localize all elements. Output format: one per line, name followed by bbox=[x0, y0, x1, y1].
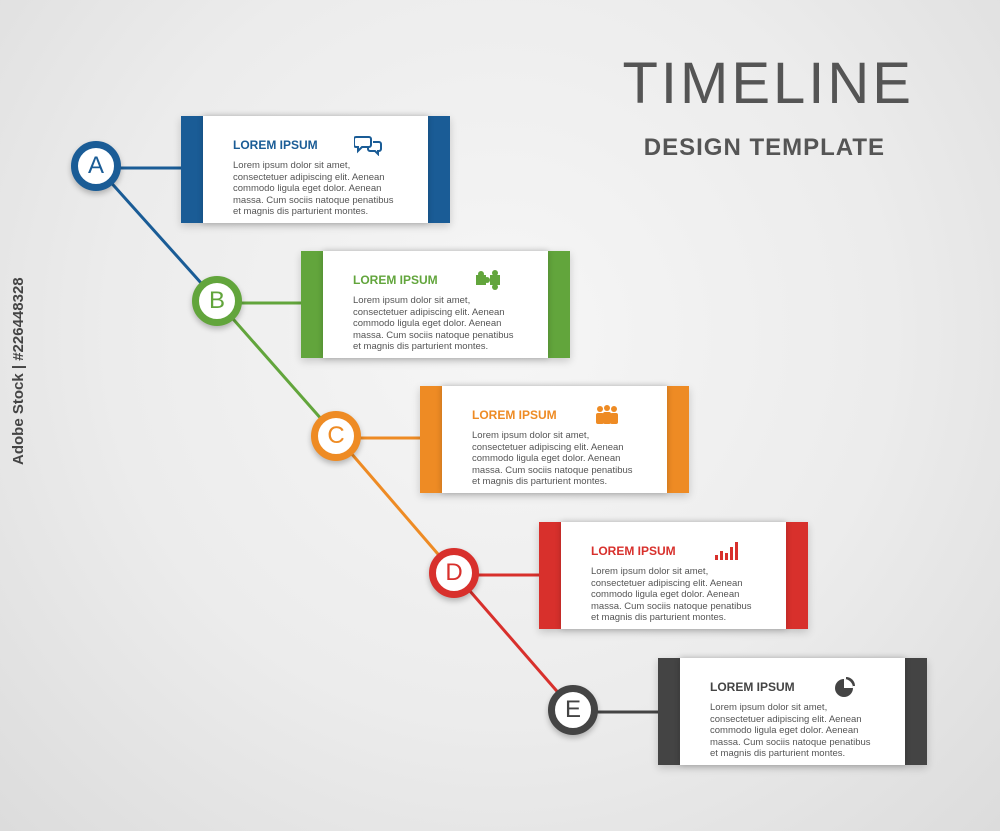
step-c-letter: C bbox=[327, 422, 345, 449]
chat-bubbles-icon bbox=[354, 136, 382, 156]
step-d-text: Lorem ipsum dolor sit amet, consectetuer… bbox=[591, 566, 752, 623]
step-b-node: B bbox=[192, 276, 242, 326]
step-a-card: LOREM IPSUM Lorem ipsum dolor sit amet, … bbox=[181, 116, 450, 223]
step-b-paper: LOREM IPSUM Lorem ipsum dolor sit amet, … bbox=[323, 251, 548, 358]
step-b-bar-right bbox=[545, 251, 570, 358]
step-e-card: LOREM IPSUM Lorem ipsum dolor sit amet, … bbox=[658, 658, 927, 765]
step-c-heading: LOREM IPSUM bbox=[472, 408, 557, 422]
step-d-node: D bbox=[429, 548, 479, 598]
step-c-bar-right bbox=[664, 386, 689, 493]
step-a-bar-left bbox=[181, 116, 206, 223]
step-e-bar-right bbox=[902, 658, 927, 765]
step-c-bar-left bbox=[420, 386, 445, 493]
stock-watermark: Adobe Stock | #226448328 bbox=[10, 277, 27, 465]
pie-chart-icon bbox=[835, 677, 855, 697]
diagonal-a-b bbox=[96, 166, 221, 305]
people-group-icon bbox=[596, 405, 618, 424]
step-b-bar-left bbox=[301, 251, 326, 358]
bar-chart-icon bbox=[715, 542, 738, 560]
step-d-bar-left bbox=[539, 522, 564, 629]
step-a-node: A bbox=[71, 141, 121, 191]
step-d-heading: LOREM IPSUM bbox=[591, 544, 676, 558]
step-b-heading: LOREM IPSUM bbox=[353, 273, 438, 287]
step-b-letter: B bbox=[208, 287, 225, 314]
step-d-letter: D bbox=[445, 559, 463, 586]
timeline-subtitle: DESIGN TEMPLATE bbox=[643, 134, 885, 161]
step-e-letter: E bbox=[564, 696, 581, 723]
timeline-title: TIMELINE bbox=[622, 51, 914, 116]
step-c-paper: LOREM IPSUM Lorem ipsum dolor sit amet, … bbox=[442, 386, 667, 493]
puzzle-icon bbox=[476, 270, 500, 290]
step-e-paper: LOREM IPSUM Lorem ipsum dolor sit amet, … bbox=[680, 658, 905, 765]
step-e-node: E bbox=[548, 685, 598, 735]
step-e-bar-left bbox=[658, 658, 683, 765]
step-e-heading: LOREM IPSUM bbox=[710, 680, 795, 694]
step-a-bar-right bbox=[425, 116, 450, 223]
step-c-card: LOREM IPSUM Lorem ipsum dolor sit amet, … bbox=[420, 386, 689, 493]
step-a-heading: LOREM IPSUM bbox=[233, 138, 318, 152]
step-a-paper: LOREM IPSUM Lorem ipsum dolor sit amet, … bbox=[203, 116, 428, 223]
step-a-letter: A bbox=[87, 152, 104, 179]
step-a-text: Lorem ipsum dolor sit amet, consectetuer… bbox=[233, 160, 394, 217]
diagonal-c-d bbox=[336, 437, 458, 576]
step-c-text: Lorem ipsum dolor sit amet, consectetuer… bbox=[472, 430, 633, 487]
step-d-card: LOREM IPSUM Lorem ipsum dolor sit amet, … bbox=[539, 522, 808, 629]
step-e-text: Lorem ipsum dolor sit amet, consectetuer… bbox=[710, 702, 871, 759]
step-b-text: Lorem ipsum dolor sit amet, consectetuer… bbox=[353, 295, 514, 352]
step-d-bar-right bbox=[783, 522, 808, 629]
step-b-card: LOREM IPSUM Lorem ipsum dolor sit amet, … bbox=[301, 251, 570, 358]
diagonal-b-c bbox=[217, 302, 340, 439]
step-d-paper: LOREM IPSUM Lorem ipsum dolor sit amet, … bbox=[561, 522, 786, 629]
step-c-node: C bbox=[311, 411, 361, 461]
diagonal-d-e bbox=[454, 574, 577, 713]
